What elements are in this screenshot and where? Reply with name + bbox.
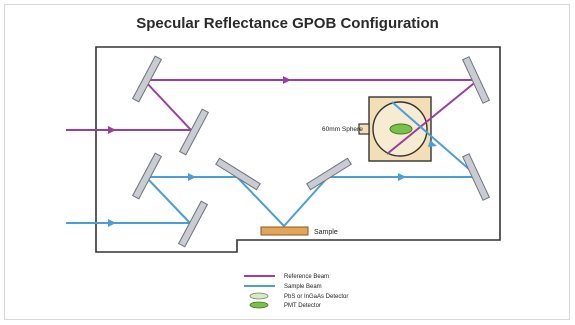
mirror-m6 [462, 153, 490, 201]
legend-pbs-label: PbS or InGaAs Detector [284, 294, 348, 300]
mirror-m7 [215, 157, 261, 191]
pmt-detector-in-sphere [389, 123, 413, 135]
legend: Reference Beam Sample Beam PbS or InGaAs… [244, 274, 348, 309]
sample-arrow-mid [188, 173, 196, 181]
mirror-m1 [131, 55, 163, 103]
sample-label: Sample [314, 229, 338, 236]
sample-arrow-input [108, 219, 116, 227]
mirror-m3 [131, 152, 163, 200]
mirror-m8 [306, 157, 352, 191]
legend-reference-label: Reference Beam [284, 274, 329, 280]
legend-pmt-label: PMT Detector [284, 303, 321, 309]
sample-arrow-right [398, 173, 406, 181]
sample-arrow-diag [428, 140, 437, 147]
legend-sample-label: Sample Beam [284, 284, 322, 290]
mirror-m5 [462, 56, 490, 104]
sphere-port [358, 123, 370, 135]
sphere-label: 60mm Sphere [322, 126, 363, 133]
instrument-housing [95, 46, 501, 253]
reference-arrow-top [283, 76, 291, 84]
diagram-frame [4, 4, 570, 320]
reference-arrow-input [108, 126, 116, 134]
legend-pbs-swatch [249, 292, 269, 300]
mirror-m4 [177, 200, 209, 248]
diagram-title: Specular Reflectance GPOB Configuration [136, 15, 439, 32]
mirror-m2 [178, 108, 210, 156]
mirrors [131, 55, 490, 248]
legend-pmt-swatch [249, 301, 269, 309]
sample-plate [260, 226, 309, 236]
reference-beam [66, 79, 479, 155]
